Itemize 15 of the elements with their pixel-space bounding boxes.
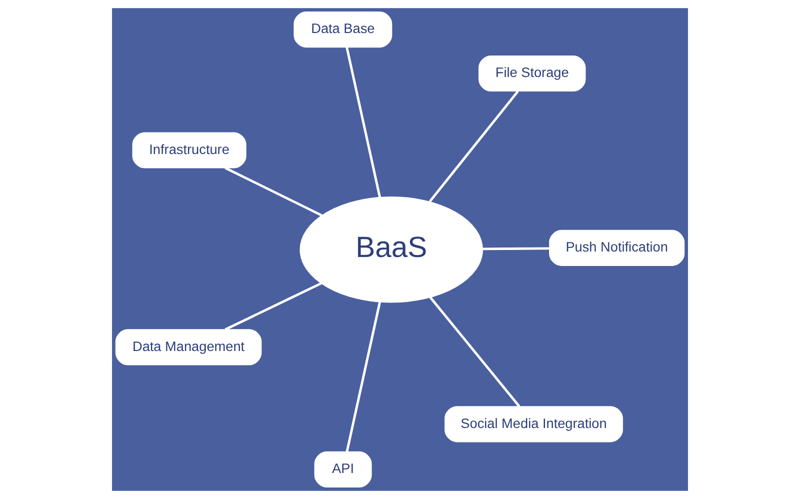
connector bbox=[224, 166, 322, 217]
connector bbox=[224, 282, 322, 331]
node-box: Data Base bbox=[294, 12, 392, 48]
node-box: Push Notification bbox=[549, 230, 685, 266]
node-box: Social Media Integration bbox=[444, 406, 623, 442]
connector bbox=[429, 296, 520, 408]
connector bbox=[428, 90, 519, 202]
node-box: Infrastructure bbox=[132, 132, 246, 168]
connector bbox=[482, 247, 550, 250]
connector bbox=[346, 302, 382, 452]
node-ellipse: BaaS bbox=[300, 196, 483, 303]
connector bbox=[346, 47, 381, 198]
node-box: Data Management bbox=[115, 329, 262, 366]
node-box: API bbox=[314, 451, 372, 488]
node-box: File Storage bbox=[478, 55, 586, 92]
